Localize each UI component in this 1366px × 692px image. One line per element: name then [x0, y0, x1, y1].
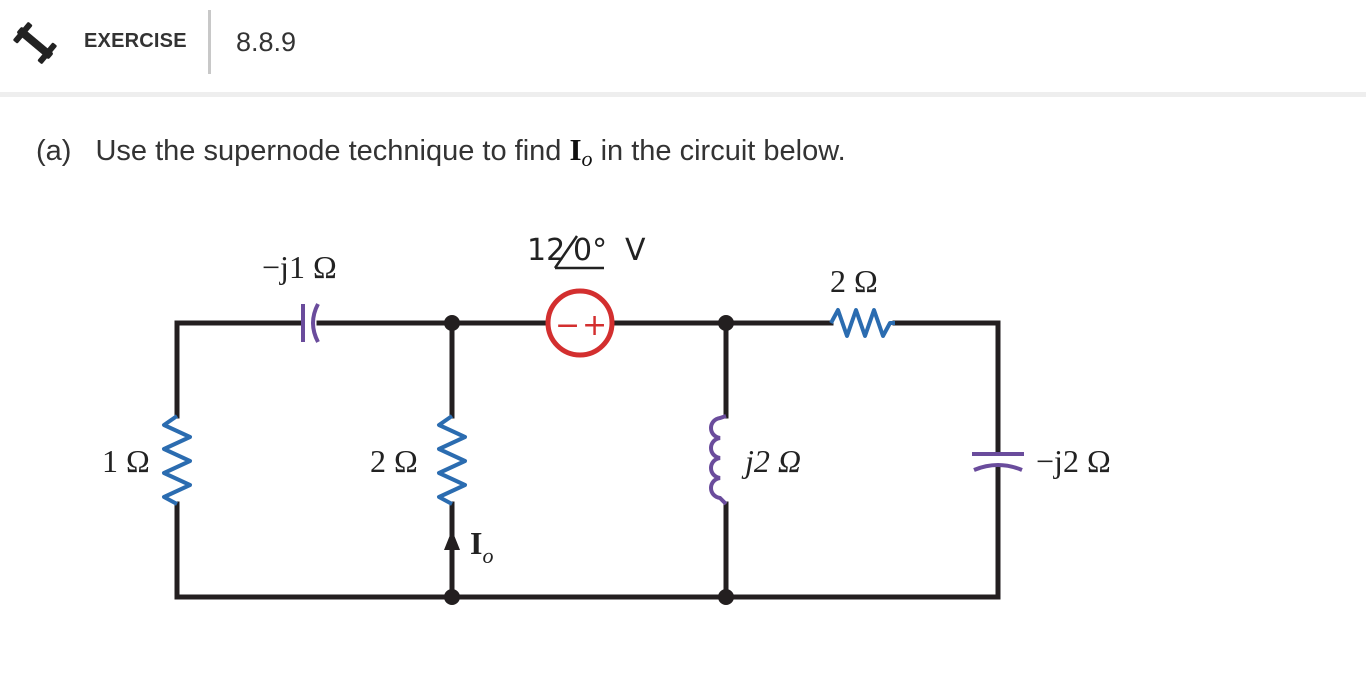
- dumbbell-icon: [13, 22, 57, 64]
- inductor: [709, 414, 728, 506]
- current-arrow: [444, 530, 460, 550]
- question-part: (a): [36, 135, 72, 167]
- header-rule: [0, 92, 1366, 97]
- resistor-middle-label: 2 Ω: [370, 443, 418, 479]
- question-text: (a) Use the supernode technique to find I…: [36, 132, 846, 172]
- angle-symbol-icon: [553, 235, 604, 270]
- current-label-letter: I: [470, 525, 482, 561]
- resistor-top-label: 2 Ω: [830, 263, 878, 299]
- inductor-label: j2 Ω: [741, 443, 801, 479]
- node-top-right-mid: [718, 315, 734, 331]
- circuit-wires: [174, 320, 1001, 600]
- resistor-middle: [437, 414, 467, 506]
- voltage-source: − +: [545, 288, 615, 358]
- resistor-top: [829, 308, 895, 338]
- capacitor-right-label: −j2 Ω: [1036, 443, 1111, 479]
- exercise-number: 8.8.9: [236, 27, 297, 57]
- source-label: 12 0° V: [527, 233, 646, 270]
- current-symbol-subscript: o: [581, 146, 593, 171]
- question-text-before: Use the supernode technique to find: [95, 135, 562, 167]
- current-label-subscript: o: [482, 543, 493, 568]
- current-label: Io: [470, 525, 493, 568]
- source-minus: −: [555, 308, 580, 343]
- resistor-left: [162, 414, 192, 506]
- capacitor-right: [972, 452, 1024, 472]
- circuit-diagram: −j1 Ω − + 12 0° V 2 Ω 1 Ω 2 Ω Io j2 Ω −j…: [102, 233, 1111, 605]
- circuit-nodes: [444, 315, 734, 605]
- current-symbol: Io: [569, 132, 592, 171]
- question-text-after: in the circuit below.: [600, 135, 846, 167]
- node-bottom-left-mid: [444, 589, 460, 605]
- current-symbol-letter: I: [569, 132, 582, 167]
- source-angle: 0°: [573, 233, 607, 268]
- node-bottom-right-mid: [718, 589, 734, 605]
- resistor-left-label: 1 Ω: [102, 443, 150, 479]
- node-top-left-mid: [444, 315, 460, 331]
- capacitor-top: [301, 303, 320, 343]
- source-plus: +: [582, 308, 607, 343]
- exercise-header: EXERCISE 8.8.9: [0, 0, 1366, 97]
- header-divider: [208, 10, 211, 74]
- capacitor-top-label: −j1 Ω: [262, 249, 337, 285]
- source-unit: V: [625, 233, 646, 268]
- exercise-label: EXERCISE: [84, 30, 187, 52]
